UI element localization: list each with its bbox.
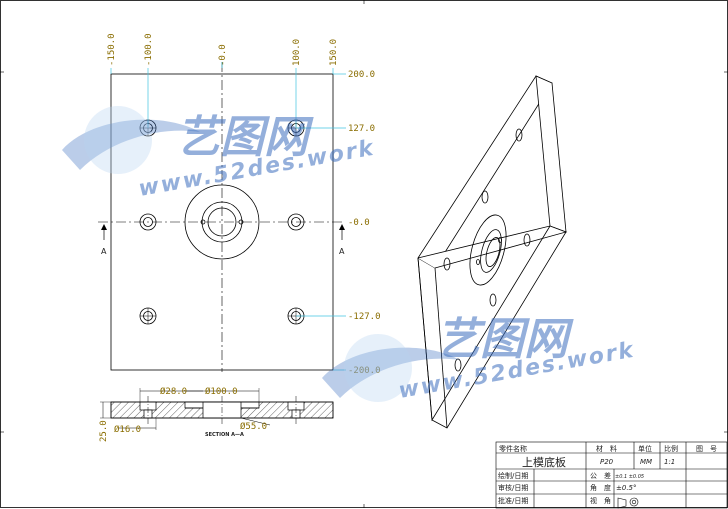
tb-scale-label: 比例	[664, 444, 678, 453]
dim-d55: Ø55.0	[240, 421, 267, 432]
dim-d16: Ø16.0	[114, 424, 141, 435]
screw-hole	[139, 213, 157, 231]
dim-x-label: 100.0	[292, 39, 302, 66]
tb-part-name-label: 零件名称	[499, 444, 527, 453]
tb-part-name: 上模底板	[522, 455, 566, 469]
tb-approved-label: 批准/日期	[498, 496, 528, 505]
center-bore-inner	[207, 207, 237, 237]
isometric-view	[417, 75, 568, 429]
dim-y-label: -127.0	[348, 312, 381, 322]
dim-y-label: -200.0	[348, 366, 381, 376]
tb-material: P20	[600, 458, 614, 466]
dim-d100: Ø100.0	[205, 386, 238, 397]
tb-angle-value: ±0.5°	[616, 484, 637, 492]
watermark-brand: 艺图网	[436, 314, 574, 365]
dim-y-label: -0.0	[348, 218, 370, 228]
dim-x-label: -150.0	[107, 33, 117, 66]
tb-scale: 1:1	[664, 458, 675, 466]
projection-symbol-icon	[617, 497, 639, 509]
tb-angle-label: 角 度	[590, 483, 611, 492]
tb-checked-label: 审核/日期	[498, 483, 528, 492]
watermark-brand: 艺图网	[176, 112, 314, 163]
top-ordinate-labels: -150.0 -100.0 -0.0 100.0 150.0	[107, 33, 339, 66]
dim-d28: Ø28.0	[160, 386, 187, 397]
dim-x-label: -100.0	[144, 33, 154, 66]
title-block	[495, 441, 728, 509]
dim-h25: 25.0	[99, 420, 109, 442]
watermark-globe-icon	[322, 347, 460, 398]
right-ordinate-labels: 200.0 127.0 -0.0 -127.0 -200.0	[348, 70, 381, 376]
watermark-1: 艺图网 www.52des.work	[62, 106, 377, 202]
section-view	[100, 388, 334, 430]
section-marker-right: A	[339, 224, 345, 256]
watermark-globe-icon	[62, 119, 200, 170]
tb-tolerance-label: 公 差	[590, 471, 611, 480]
svg-text:A: A	[101, 247, 107, 256]
section-caption: SECTION A—A	[205, 432, 244, 438]
tb-unit: MM	[640, 458, 652, 466]
pin-hole	[200, 219, 206, 225]
tb-drawing-no-label: 图 号	[696, 445, 717, 453]
watermark-2: 艺图网 www.52des.work	[322, 314, 637, 404]
top-view	[98, 62, 345, 372]
tb-tolerance-value: ±0.1 ±0.05	[615, 474, 644, 480]
screw-hole	[287, 213, 305, 231]
svg-text:A: A	[339, 247, 345, 256]
dim-y-label: 127.0	[348, 124, 375, 134]
dim-x-label: -0.0	[218, 44, 228, 66]
pin-hole	[238, 219, 244, 225]
tb-drawn-label: 绘制/日期	[498, 471, 528, 480]
tb-unit-label: 单位	[638, 444, 652, 453]
ordinate-leaders	[110, 62, 346, 371]
dim-y-label: 200.0	[348, 70, 375, 80]
dim-x-label: 150.0	[329, 39, 339, 66]
center-bore-mid	[201, 201, 243, 243]
center-bore-outer	[184, 184, 260, 260]
section-marker-left: A	[101, 224, 107, 256]
tb-material-label: 材 料	[596, 444, 617, 453]
tb-projection-label: 视 角	[590, 496, 611, 505]
